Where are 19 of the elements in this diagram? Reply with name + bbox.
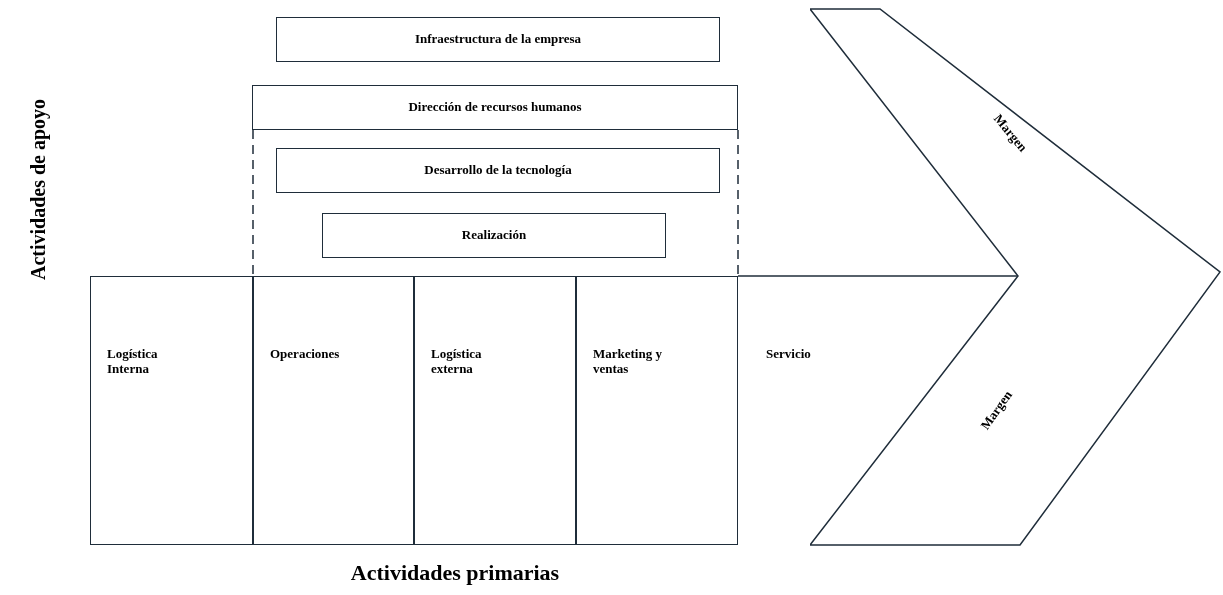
- activity-label: Desarrollo de la tecnología: [424, 163, 572, 178]
- activity-cell: [90, 276, 253, 545]
- activity-cell: [576, 276, 738, 545]
- activity-label: Marketing y ventas: [593, 347, 663, 377]
- axis-title: Actividades de apoyo: [26, 97, 50, 283]
- activity-label: Dirección de recursos humanos: [408, 100, 582, 115]
- activity-label: Realización: [461, 228, 527, 243]
- activity-box: [322, 213, 666, 258]
- activity-box: [276, 148, 720, 193]
- activity-cell: [253, 276, 414, 545]
- activity-label: Operaciones: [270, 347, 341, 362]
- activity-label: Infraestructura de la empresa: [414, 32, 582, 47]
- activity-label: Logística Interna: [107, 347, 159, 377]
- activity-box: [252, 85, 738, 130]
- activity-cell: [414, 276, 576, 545]
- activity-label: Logística externa: [431, 347, 483, 377]
- axis-title: Actividades primarias: [349, 560, 561, 586]
- activity-box: [276, 17, 720, 62]
- activity-label: Servicio: [766, 346, 811, 362]
